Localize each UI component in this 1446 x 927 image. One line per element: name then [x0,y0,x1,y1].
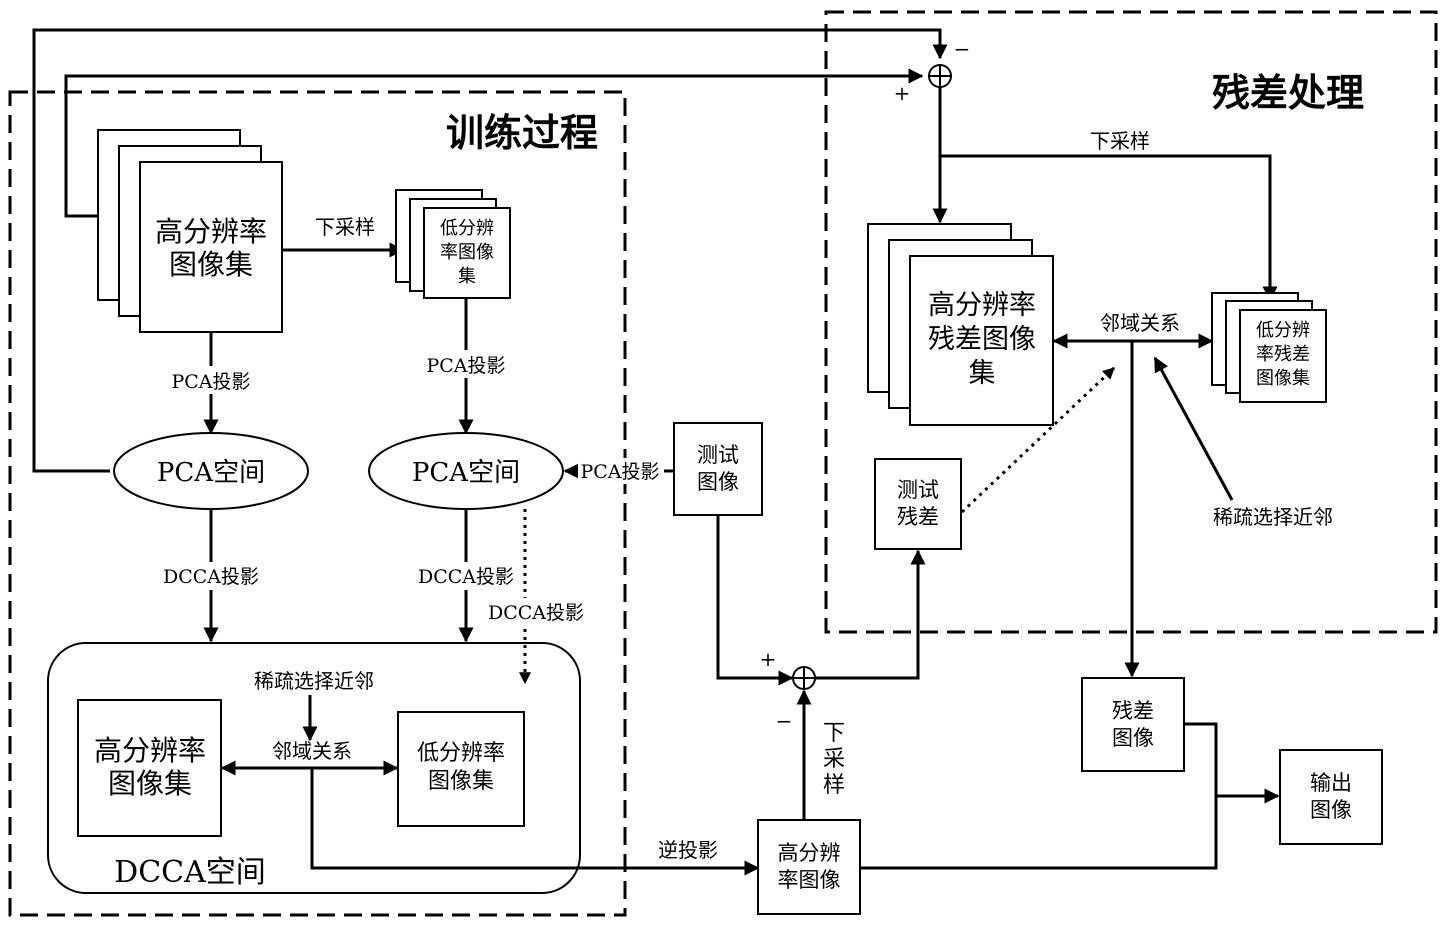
output-image-line2: 图像 [1310,798,1352,822]
residual-image-box [1082,678,1184,771]
dcca-lr-line2: 图像集 [428,769,494,794]
test-residual-box [875,459,961,549]
test-pca-proj-label: PCA投影 [580,461,659,483]
residual-downsample-label: 下采样 [1090,129,1150,153]
pca-space-right-label: PCA空间 [412,458,520,488]
neighbor-label-1: 邻域关系 [272,739,352,763]
vertical-downsample-2: 采 [823,747,845,772]
lr-image-set-line3: 集 [458,266,476,287]
dcca-lr-line1: 低分辨率 [417,741,505,766]
hr-to-output-line [860,796,1278,868]
test-residual-line1: 测试 [897,478,939,502]
hr-residual-line1: 高分辨率 [928,290,1036,321]
residual-to-output-line [1184,724,1216,796]
dcca-proj-label-right: DCCA投影 [418,566,514,588]
sum-top-plus: + [894,81,911,105]
vertical-downsample-3: 样 [823,773,845,798]
dcca-proj-dotted-label: DCCA投影 [488,602,584,624]
dcca-space-title: DCCA空间 [114,855,266,890]
pca-proj-label-right: PCA投影 [426,355,505,377]
vertical-downsample-1: 下 [823,721,845,746]
sum-to-test-residual-line [815,551,918,678]
dcca-proj-label-left: DCCA投影 [163,566,259,588]
training-title: 训练过程 [446,110,598,155]
neighbor-label-2: 邻域关系 [1100,311,1180,335]
pca-proj-label-left: PCA投影 [171,371,250,393]
hr-residual-line3: 集 [969,358,996,389]
lr-image-set-line2: 率图像 [440,242,494,263]
sum-node-top [929,65,951,87]
hr-image-box [758,820,860,914]
pca-space-left-label: PCA空间 [157,458,265,488]
test-image-line2: 图像 [697,470,739,494]
dcca-hr-line2: 图像集 [108,767,192,800]
residual-image-line1: 残差 [1112,699,1154,723]
sum-bottom-minus: − [776,709,793,733]
sum-node-bottom [793,667,815,689]
residual-title: 残差处理 [1212,70,1364,115]
output-image-box [1280,750,1382,844]
sum-bottom-plus: + [760,647,777,671]
residual-image-line2: 图像 [1112,726,1154,750]
inverse-proj-label: 逆投影 [658,838,718,862]
test-residual-line2: 残差 [897,505,939,529]
dcca-hr-line1: 高分辨率 [94,734,206,767]
lr-residual-line2: 率残差 [1256,344,1310,365]
hr-image-line2: 率图像 [778,868,841,892]
sum-top-minus: − [954,37,971,61]
sparse-neighbor-label-1: 稀疏选择近邻 [254,669,374,693]
test-to-sum-line [718,515,792,678]
hr-image-set-line2: 图像集 [169,248,253,281]
output-image-line1: 输出 [1310,771,1352,795]
hr-image-set-line1: 高分辨率 [155,215,267,248]
test-image-line1: 测试 [697,443,739,467]
sparse-neighbor-label-2: 稀疏选择近邻 [1213,505,1333,529]
hr-residual-line2: 残差图像 [928,324,1036,355]
downsample-label-1: 下采样 [315,215,375,239]
hr-image-line1: 高分辨 [778,841,841,865]
lr-residual-line3: 图像集 [1256,368,1310,389]
test-image-box [674,423,762,515]
lr-residual-line1: 低分辨 [1256,320,1310,341]
lr-image-set-line1: 低分辨 [440,218,494,239]
